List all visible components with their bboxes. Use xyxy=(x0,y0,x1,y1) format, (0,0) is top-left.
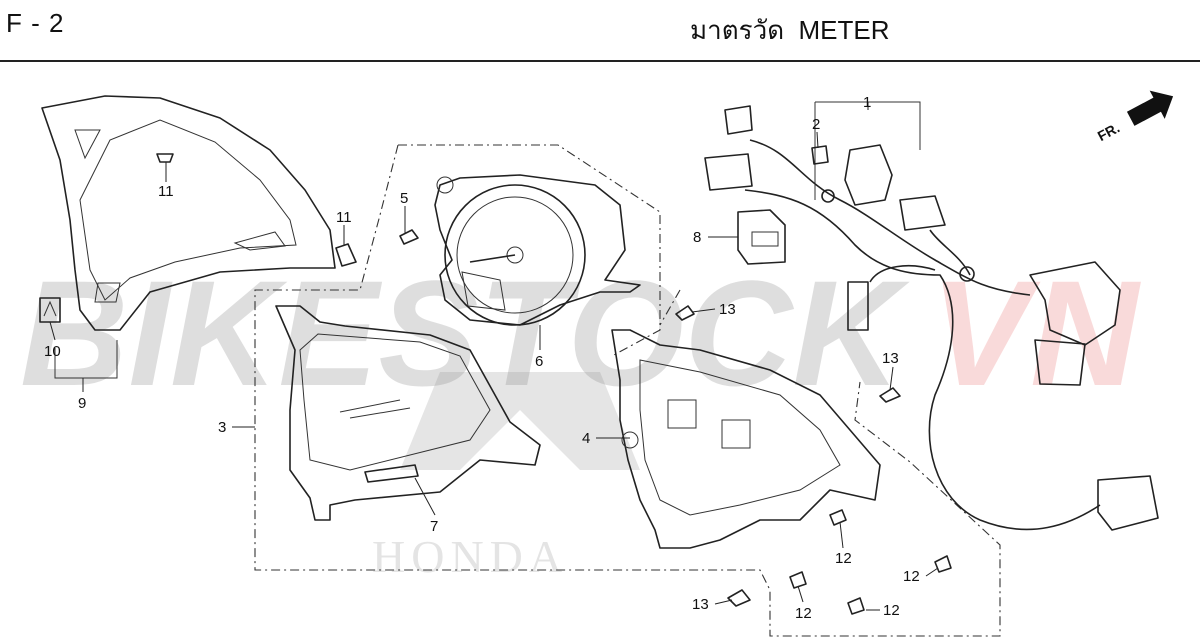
callout-2: 2 xyxy=(812,116,820,133)
callout-3: 3 xyxy=(218,419,226,436)
callout-12d: 12 xyxy=(883,602,900,619)
header-rule xyxy=(0,60,1200,62)
callouts: 1 2 3 4 5 6 7 8 9 10 11 11 12 12 12 12 1… xyxy=(44,94,920,622)
honda-logo-text: HONDA xyxy=(372,531,568,582)
clip-11a xyxy=(156,153,174,163)
screw-12a xyxy=(829,509,847,526)
screw-12b xyxy=(934,555,952,573)
screw-13a xyxy=(675,305,695,321)
callout-13a: 13 xyxy=(719,301,736,318)
callout-1: 1 xyxy=(863,94,871,111)
callout-11b: 11 xyxy=(336,209,352,226)
speedometer xyxy=(434,174,641,326)
callout-10: 10 xyxy=(44,343,61,360)
screw-13c xyxy=(727,589,751,607)
callout-8: 8 xyxy=(693,229,701,246)
watermark: BIKESTOCK VN xyxy=(20,249,1141,417)
callout-12a: 12 xyxy=(835,550,852,567)
callout-9: 9 xyxy=(78,395,86,412)
wire-harness xyxy=(704,105,1159,531)
parts-diagram: BIKESTOCK VN HONDA xyxy=(20,90,1174,637)
gasket-7 xyxy=(364,464,419,483)
callout-4: 4 xyxy=(582,430,590,447)
leader-lines xyxy=(49,102,939,611)
honda-logo-watermark: HONDA xyxy=(372,372,640,582)
callout-12b: 12 xyxy=(903,568,920,585)
screw-12d xyxy=(847,597,865,615)
callout-13b: 13 xyxy=(882,350,899,367)
relay xyxy=(737,209,786,265)
page-title: มาตรวัด METER xyxy=(690,15,890,45)
callout-11a: 11 xyxy=(158,183,174,200)
meter-case xyxy=(275,305,541,521)
callout-7: 7 xyxy=(430,518,438,535)
screw-12c xyxy=(789,571,807,589)
watermark-text: BIKESTOCK xyxy=(20,249,910,417)
front-direction-label: FR. xyxy=(1095,119,1122,144)
front-direction-arrow: FR. xyxy=(1095,90,1174,144)
clamp-2 xyxy=(811,145,829,165)
callout-5: 5 xyxy=(400,190,408,207)
meter-cover xyxy=(41,95,336,331)
meter-base xyxy=(611,329,881,549)
page-header: F - 2 มาตรวัด METER xyxy=(0,0,1200,62)
callout-13c: 13 xyxy=(692,596,709,613)
emblem xyxy=(39,297,61,323)
callout-12c: 12 xyxy=(795,605,812,622)
screw-5 xyxy=(399,229,419,245)
callout-6: 6 xyxy=(535,353,543,370)
figure-code: F - 2 xyxy=(6,8,65,38)
screw-13b xyxy=(879,387,901,403)
